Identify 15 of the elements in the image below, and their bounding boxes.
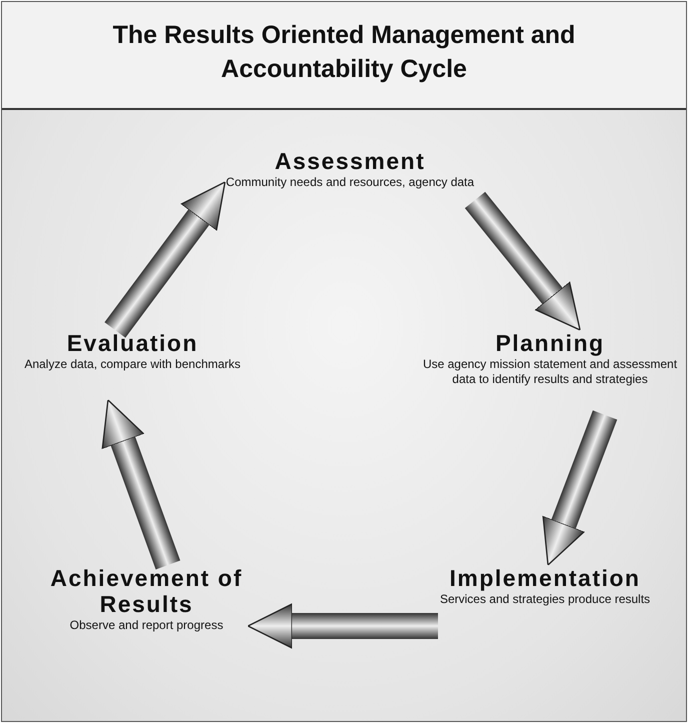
stage-heading: Evaluation <box>66 330 200 356</box>
stage-heading: Implementation <box>448 565 642 591</box>
block-arrow <box>464 192 581 331</box>
stage-description: Services and strategies produce results <box>438 592 652 607</box>
block-arrow <box>247 603 438 649</box>
stage-description: Use agency mission statement and assessment data to identify results and strategies <box>422 357 678 387</box>
stage-description: Analyze data, compare with benchmarks <box>23 357 242 372</box>
stage-heading: Assessment <box>274 148 426 174</box>
block-arrow <box>104 181 226 338</box>
title: The Results Oriented Management and Accountability Cycle <box>112 20 576 85</box>
stage-heading: Planning <box>494 330 606 356</box>
stage-description: Community needs and resources, agency data <box>225 175 475 190</box>
stage-description: Observe and report progress <box>68 618 224 633</box>
block-arrow <box>102 399 180 570</box>
stage-heading: Achievement of Results <box>49 565 244 617</box>
